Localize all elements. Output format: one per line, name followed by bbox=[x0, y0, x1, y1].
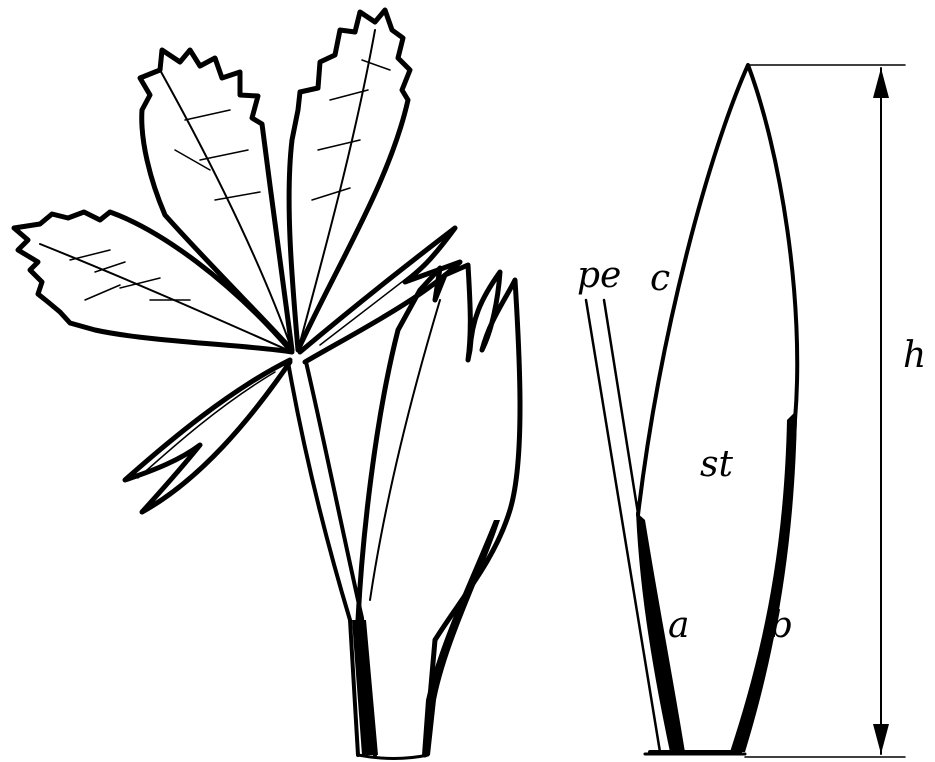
label-st: st bbox=[700, 444, 733, 485]
label-c: c bbox=[650, 258, 670, 299]
margin-b bbox=[730, 410, 797, 752]
bract-lower-left bbox=[125, 360, 290, 512]
stipule-schematic bbox=[586, 65, 905, 757]
label-b: b bbox=[770, 605, 793, 646]
plant-drawing bbox=[14, 10, 520, 759]
leaflet-left bbox=[14, 212, 292, 352]
label-h: h bbox=[903, 335, 926, 376]
label-pe: pe bbox=[577, 255, 621, 296]
label-a: a bbox=[668, 605, 689, 646]
leaflet-upper-right bbox=[289, 10, 410, 350]
arrowhead-down bbox=[873, 724, 889, 754]
arrowhead-up bbox=[873, 68, 889, 98]
